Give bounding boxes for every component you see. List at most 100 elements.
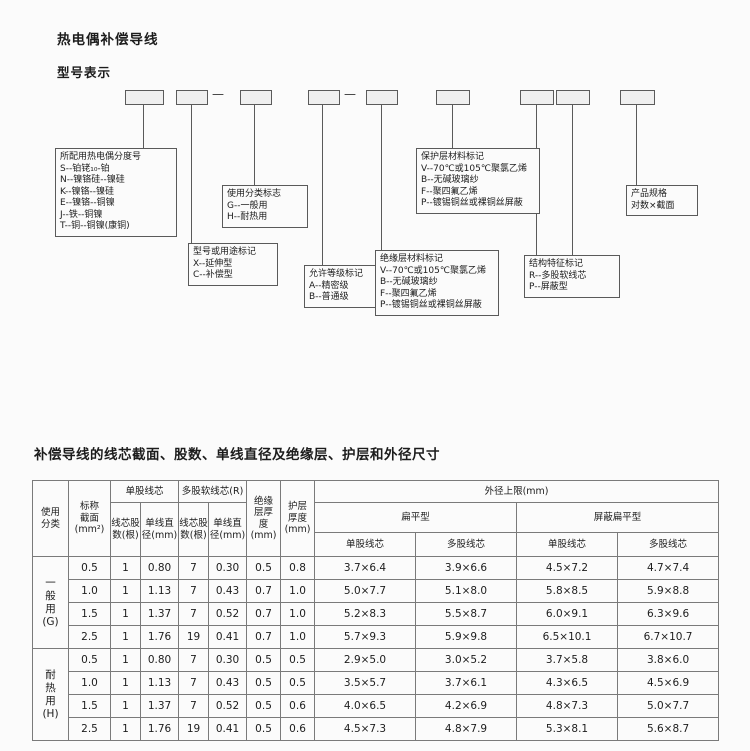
group-label-general: 一 般 用 (G) [32,556,69,649]
cell: 3.7×6.1 [415,671,518,695]
annotation-item: B--无碱玻璃纱 [421,175,479,185]
cell: 4.5×6.9 [617,671,720,695]
cell: 1.37 [139,694,180,718]
code-box-2 [176,90,208,105]
cell: 0.80 [139,556,180,580]
annotation-item: N--镍铬硅--镍硅 [60,175,125,185]
table-title: 补偿导线的线芯截面、股数、单线直径及绝缘层、护层和外径尺寸 [34,447,440,463]
cell: 6.3×9.6 [617,602,720,626]
code-box-5 [366,90,398,105]
table-row: 一 般 用 (G) 0.5 1 0.80 7 0.30 0.5 0.8 3.7×… [32,556,720,649]
cell: 0.5 [246,694,282,718]
annotation-type-or-use: 型号或用途标记 X--延伸型 C--补偿型 [188,243,278,286]
connector-line [572,105,573,255]
col-header-sheath: 护层 厚度 (mm) [280,480,316,557]
cell: 0.5 [280,648,316,672]
annotation-sheath-material: 保护层材料标记 V--70℃或105℃聚氯乙烯 B--无碱玻璃纱 F--聚四氟乙… [416,148,540,214]
annotation-item: J--铁--铜镍 [60,209,103,220]
connector-line [636,105,637,185]
cell: 4.8×7.3 [516,694,619,718]
col-header-shielded-flat-type: 屏蔽扁平型 [516,502,720,533]
cell: 0.5 [68,648,111,672]
col-header-od-limit: 外径上限(mm) [314,480,720,503]
annotation-item: R--多股软线芯 [529,270,587,281]
cell: 1 [110,671,141,695]
group-label-heat-resistant: 耐 热 用 (H) [32,648,69,741]
cell: 5.3×8.1 [516,717,619,741]
annotation-item: 对数×截面 [631,200,675,211]
annotation-tolerance-grade: 允许等级标记 A--精密级 B--普通级 [304,265,384,308]
cell: 7 [178,556,210,580]
annotation-item: P--镀锡铜丝或裸铜丝屏蔽 [421,198,523,208]
col-header-sub-single: 单股线芯 [314,532,417,557]
col-header-sub-multi: 多股线芯 [415,532,518,557]
cell: 0.6 [280,717,316,741]
cell: 3.0×5.2 [415,648,518,672]
annotation-thermocouple-index: 所配用热电偶分度号 S--铂铑₁₀-铂 N--镍铬硅--镍硅 K--镍铬--镍硅… [55,148,177,237]
col-header-insulation: 绝缘 层厚 度 (mm) [246,480,282,557]
cell: 1 [110,694,141,718]
col-header-nominal-section: 标称 截面 (mm²) [68,480,111,557]
table-row: 1.0 1 1.13 7 0.43 0.5 0.5 3.5×5.7 3.7×6.… [33,671,720,695]
col-header-strands: 线芯股 数(根) [178,502,210,557]
cell: 0.5 [280,671,316,695]
table-row: 1.0 1 1.13 7 0.43 0.7 1.0 5.0×7.7 5.1×8.… [33,579,720,603]
cell: 0.5 [68,556,111,580]
cell: 0.8 [280,556,316,580]
cell: 2.5 [68,625,111,649]
col-header-single-core: 单股线芯 [109,480,180,503]
annotation-item: P--屏蔽型 [529,282,568,292]
cell: 4.5×7.2 [516,556,619,580]
cell: 0.52 [208,602,248,626]
cell: 1 [110,648,141,672]
col-header-use-class: 使用 分类 [32,480,69,557]
cell: 5.8×8.5 [516,579,619,603]
code-box-6 [436,90,470,105]
code-box-3 [240,90,272,105]
cell: 7 [178,648,210,672]
annotation-product-spec: 产品规格 对数×截面 [626,185,698,216]
annotation-title: 保护层材料标记 [421,152,485,162]
annotation-item: B--普通级 [309,292,349,302]
cell: 4.5×7.3 [314,717,417,741]
annotation-item: B--无碱玻璃纱 [380,277,438,287]
cell: 1.13 [139,579,180,603]
annotation-item: A--精密级 [309,280,349,291]
code-box-4 [308,90,340,105]
connector-line [322,105,323,265]
annotation-item: P--镀锡铜丝或裸铜丝屏蔽 [380,300,482,310]
cell: 0.5 [246,648,282,672]
col-header-sub-single: 单股线芯 [516,532,619,557]
cell: 1.0 [280,579,316,603]
cell: 0.5 [246,671,282,695]
cell: 3.8×6.0 [617,648,720,672]
cell: 0.43 [208,579,248,603]
cell: 1.13 [139,671,180,695]
cell: 4.0×6.5 [314,694,417,718]
col-header-multi-core: 多股软线芯(R) [178,480,248,503]
cell: 0.30 [208,648,248,672]
cell: 3.5×5.7 [314,671,417,695]
col-header-flat-type: 扁平型 [314,502,518,533]
annotation-item: T--铜--铜镍(康铜) [60,221,130,231]
cell: 0.80 [139,648,180,672]
table-row: 2.5 1 1.76 19 0.41 0.7 1.0 5.7×9.3 5.9×9… [33,625,720,649]
dash-separator: — [344,87,356,101]
cell: 0.7 [246,625,282,649]
code-box-1 [125,90,164,105]
cell: 4.8×7.9 [415,717,518,741]
cell: 7 [178,602,210,626]
cell: 1 [110,556,141,580]
cell: 1 [110,579,141,603]
cell: 5.9×8.8 [617,579,720,603]
code-box-8 [556,90,590,105]
connector-line [143,105,144,148]
cell: 4.7×7.4 [617,556,720,580]
table-row: 耐 热 用 (H) 0.5 1 0.80 7 0.30 0.5 0.5 2.9×… [32,648,720,741]
cell: 0.41 [208,625,248,649]
cell: 1 [110,717,141,741]
cell: 4.3×6.5 [516,671,619,695]
cell: 7 [178,671,210,695]
cell: 5.9×9.8 [415,625,518,649]
table-row: 2.5 1 1.76 19 0.41 0.5 0.6 4.5×7.3 4.8×7… [33,717,720,741]
